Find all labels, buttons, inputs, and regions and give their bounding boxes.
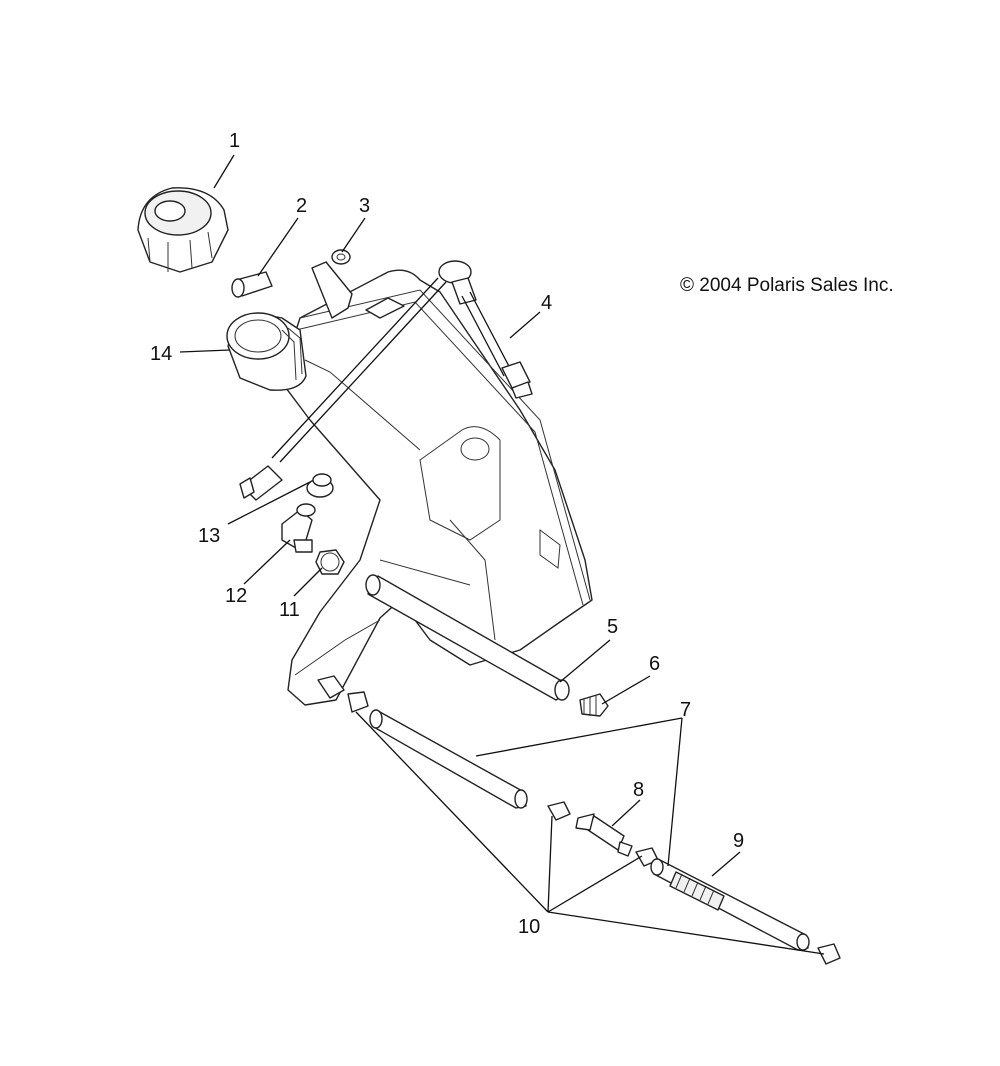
leader-11	[293, 567, 323, 597]
callout-3: 3	[359, 195, 370, 217]
leader-10a	[355, 711, 549, 913]
leader-12	[243, 539, 291, 585]
leader-7a	[475, 717, 683, 757]
leader-1	[213, 154, 235, 189]
callout-9: 9	[733, 830, 744, 852]
overflow-hose	[365, 574, 570, 701]
pin	[231, 271, 273, 298]
callout-4: 4	[541, 292, 552, 314]
leader-6	[601, 675, 651, 705]
leader-5	[559, 639, 611, 683]
washer	[331, 249, 351, 265]
callout-12: 12	[225, 585, 247, 607]
callout-14: 14	[150, 343, 172, 365]
leader-13	[227, 481, 311, 525]
hose-clamp	[579, 693, 609, 717]
callout-11: 11	[279, 599, 300, 621]
leader-10d	[547, 911, 825, 955]
filler-neck	[226, 312, 307, 391]
leader-lines	[179, 154, 825, 955]
leader-3	[341, 217, 366, 253]
leader-7b	[667, 717, 683, 867]
callout-7: 7	[680, 699, 691, 721]
leader-9	[711, 851, 741, 877]
callout-13: 13	[198, 525, 220, 547]
corrugated-hose	[650, 858, 810, 951]
leader-2	[257, 217, 299, 277]
callout-6: 6	[649, 653, 660, 675]
callout-2: 2	[296, 195, 307, 217]
level-sensor	[239, 260, 533, 501]
leader-10b	[547, 815, 553, 913]
copyright-notice: © 2004 Polaris Sales Inc.	[680, 275, 894, 296]
filler-cap	[137, 187, 229, 273]
leader-14	[179, 349, 231, 353]
drain-hose	[369, 709, 528, 809]
callout-5: 5	[607, 616, 618, 638]
check-valve	[575, 813, 633, 857]
leader-10c	[547, 855, 643, 913]
clamp-c	[817, 943, 841, 965]
callout-8: 8	[633, 779, 644, 801]
elbow-fitting	[281, 503, 316, 553]
clamp-a	[547, 801, 571, 821]
outlet-fitting	[317, 675, 369, 713]
callout-1: 1	[229, 130, 240, 152]
leader-4	[509, 311, 541, 339]
leader-8	[611, 799, 641, 827]
mounting-bracket	[311, 261, 405, 319]
grommet	[306, 473, 334, 498]
reservoir-tank	[279, 269, 593, 706]
clamp-upper	[315, 549, 345, 575]
callout-10: 10	[518, 916, 540, 938]
callout-numbers: 1 2 3 4 5 6 7 8 9 10 11 12 13 14	[150, 130, 744, 938]
